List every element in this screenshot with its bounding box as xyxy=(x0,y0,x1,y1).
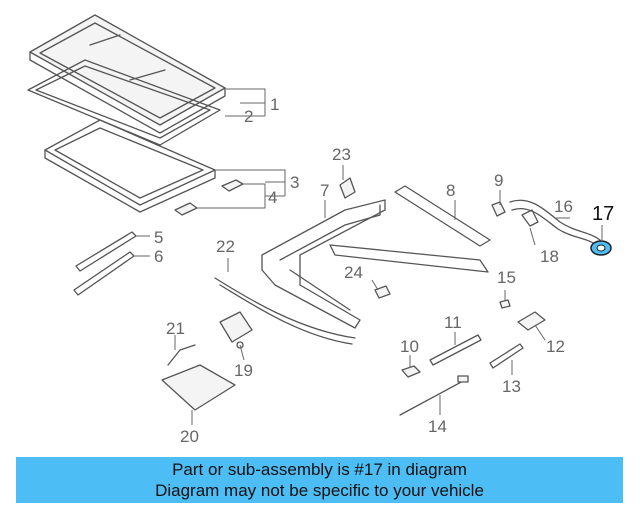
part-4-clips[interactable] xyxy=(174,179,244,216)
part-17-grommet[interactable] xyxy=(590,240,612,256)
label-5: 5 xyxy=(154,228,163,247)
label-19: 19 xyxy=(234,361,253,380)
label-1: 1 xyxy=(270,95,279,114)
label-6: 6 xyxy=(154,247,163,266)
label-24: 24 xyxy=(344,263,363,282)
part-24-clip[interactable] xyxy=(374,285,391,299)
part-7-housing[interactable] xyxy=(261,199,386,329)
part-14-cable[interactable] xyxy=(399,375,469,416)
label-3: 3 xyxy=(290,173,299,192)
label-12: 12 xyxy=(546,337,565,356)
label-17[interactable]: 17 xyxy=(592,203,614,225)
part-12-bracket[interactable] xyxy=(517,311,546,331)
label-18: 18 xyxy=(540,247,559,266)
part-10-plug[interactable] xyxy=(401,365,421,378)
label-15: 15 xyxy=(497,268,516,287)
part-15-clip[interactable] xyxy=(499,299,511,309)
banner-line-2: Diagram may not be specific to your vehi… xyxy=(155,481,484,500)
part-20-base-plate[interactable] xyxy=(161,364,236,411)
part-labels: 1 2 3 4 5 6 7 8 9 10 11 12 13 14 15 16 1… xyxy=(154,95,614,446)
label-23: 23 xyxy=(332,145,351,164)
label-22: 22 xyxy=(216,237,235,256)
part-21-rod[interactable] xyxy=(167,344,196,366)
label-9: 9 xyxy=(494,171,503,190)
part-16-drain-hose[interactable] xyxy=(509,199,601,247)
part-23-clip[interactable] xyxy=(339,177,356,199)
part-19-motor[interactable] xyxy=(219,311,253,349)
label-13: 13 xyxy=(502,377,521,396)
part-3-frame[interactable] xyxy=(44,119,216,213)
part-22-trim[interactable] xyxy=(214,277,356,345)
leader-lines xyxy=(134,88,603,425)
banner-line-1: Part or sub-assembly is #17 in diagram xyxy=(172,460,467,479)
part-13-rail[interactable] xyxy=(489,343,524,369)
part-9-clip[interactable] xyxy=(491,201,506,217)
info-banner: Part or sub-assembly is #17 in diagram D… xyxy=(16,457,623,503)
label-2: 2 xyxy=(244,107,253,126)
label-4: 4 xyxy=(268,188,277,207)
label-21: 21 xyxy=(166,319,185,338)
label-10: 10 xyxy=(400,337,419,356)
label-14: 14 xyxy=(428,417,447,436)
label-16: 16 xyxy=(554,197,573,216)
part-11-rail[interactable] xyxy=(429,334,482,366)
part-5-rail[interactable] xyxy=(75,231,137,272)
part-8-bracket[interactable] xyxy=(329,185,491,273)
label-11: 11 xyxy=(444,313,462,332)
label-20: 20 xyxy=(180,427,199,446)
label-7: 7 xyxy=(320,181,329,200)
part-18-clip[interactable] xyxy=(521,209,539,227)
part-6-rail[interactable] xyxy=(73,251,135,296)
label-8: 8 xyxy=(446,181,455,200)
